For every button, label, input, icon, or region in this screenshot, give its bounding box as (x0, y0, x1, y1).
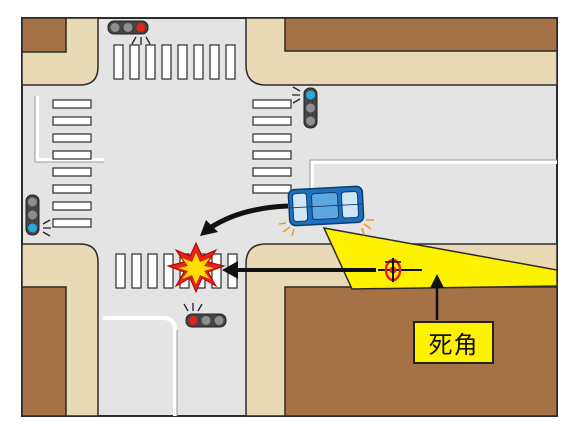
sidewalk-top-left (21, 17, 99, 86)
crosswalk-top (113, 44, 236, 80)
sidewalk-bottom-left (21, 243, 99, 417)
traffic-light-icon (292, 86, 318, 129)
car-icon (287, 185, 365, 227)
traffic-light-icon (25, 194, 51, 237)
bicycle-icon (378, 258, 422, 282)
building-bottom-left (21, 286, 67, 417)
blind-spot-label: 死角 (413, 321, 494, 364)
sidewalk-top-right (245, 17, 558, 86)
collision-icon (166, 241, 226, 294)
traffic-light-icon (183, 303, 227, 328)
label-pointer-arrow (430, 274, 444, 320)
bicycle-path-arrow (222, 261, 376, 279)
car-turn-arrow (200, 203, 289, 236)
crosswalk-left (52, 99, 92, 228)
car-blinker-icon (278, 219, 374, 237)
building-top-left (21, 17, 67, 53)
crosswalk-right (252, 99, 292, 194)
building-top-right (284, 17, 558, 52)
traffic-light-icon (107, 20, 151, 45)
